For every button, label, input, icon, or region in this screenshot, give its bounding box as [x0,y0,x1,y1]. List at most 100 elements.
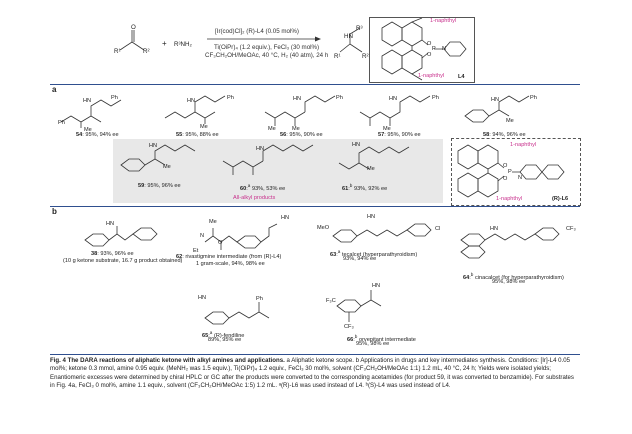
cpd-65-sup: a [209,330,213,335]
cpd-57-hn: HN [389,96,398,102]
cpd-58-me: Me [506,118,514,124]
ligand-l6-o2: O [503,176,508,182]
cpd-64-desc: cinacalcet (for hyperparathyroidism) [474,274,564,281]
cpd-64-hn: HN [490,226,499,232]
cpd-62-me: Me [209,219,217,225]
cpd-57-me: Me [383,126,391,132]
cpd-66-id: 66 [347,336,354,343]
cpd-59-me: Me [163,164,171,170]
cpd-63-yield: 93%, 94% ee [343,256,377,262]
all-alkyl-label: All-alkyl products [233,195,276,201]
cpd-65-hn: HN [198,295,207,301]
cpd-56-me1: Me [268,126,276,132]
cpd-64-cf3: CF₃ [566,226,576,232]
cpd-64-sup: b [470,272,474,277]
cpd-55-label: 55: 95%, 88% ee [176,132,219,138]
cpd-56-ph: Ph [336,95,343,101]
conditions-line-1: [Ir(cod)Cl]₂ (R)-L4 (0.05 mol%) [215,28,299,35]
cpd-64-label: 64:b cinacalcet (for hyperparathyroidism… [463,272,564,281]
reaction-arrow [207,36,321,42]
cpd-57-yield: 95%, 90% ee [387,132,421,138]
cpd-62-desc: rivastigmine intermediate (from (R)-L4) [185,254,282,260]
cpd-60-yield: 93%, 53% ee [251,185,286,192]
cpd-60-sup: a [247,183,251,188]
cpd-63-hn: HN [367,214,376,220]
amine-reagent: R³NH₂ [174,41,192,48]
all-alkyl-panel: HN Me HN HN Me 59: 95%, 96% ee 60:a 93%,… [113,139,443,203]
ketone-r2: R² [143,48,150,55]
cpd-63-sup: a [337,249,341,254]
section-b-label: b [52,207,57,216]
caption-divider [50,354,580,355]
cpd-63-cl: Cl [435,226,441,232]
conditions-line-3: CF₃CH₂OH/MeOAc, 40 °C, H₂ (40 atm), 24 h [205,52,329,59]
cpd-65-id: 65 [202,332,209,339]
ketone-oxygen: O [131,24,136,31]
cpd-38-yield: 93%, 96% ee [100,251,134,257]
cpd-56-yield: 95%, 90% ee [289,132,323,138]
figure-caption: Fig. 4 The DARA reactions of aliphatic k… [50,357,580,390]
cpd-56-me2: Me [292,126,300,132]
ligand-l6-o1: O [503,163,508,169]
cpd-60-hn: HN [256,146,265,152]
product-r1: R¹ [334,53,341,60]
section-a-label: a [52,85,57,94]
cpd-66-desc: orvepitant intermediate [358,336,416,343]
cpd-56-label: 56: 95%, 90% ee [280,132,323,138]
section-b-divider [50,206,580,207]
product-r3: R³ [356,25,363,32]
section-a-row1-structures [60,95,530,128]
cpd-62-yield: 1 gram-scale, 94%, 98% ee [196,261,265,267]
cpd-66-yield: 95%, 98% ee [356,341,390,347]
cpd-63-desc: tecalcet (hyperparathyroidism) [341,251,418,258]
cpd-59-label: 59: 95%, 96% ee [138,183,181,189]
cpd-62-et: Et [193,248,199,254]
product-r2: R² [362,53,369,60]
cpd-62-hn: HN [281,215,290,221]
ligand-l4-o1: O [427,41,432,47]
cpd-65-yield: 89%, 95% ee [208,337,242,343]
cpd-66-sup: b [354,334,358,339]
cpd-61-me: Me [367,166,375,172]
section-b-structures [84,223,560,325]
product-hn: HN [344,33,353,40]
all-alkyl-structures [120,144,410,175]
cpd-38-label: 38: 93%, 96% ee [91,251,134,257]
cpd-57-label: 57: 95%, 90% ee [378,132,421,138]
cpd-62-label: 62: rivastigmine intermediate (from (R)-… [176,254,282,260]
cpd-66-hn: HN [372,283,381,289]
ligand-l4-box: 1-naphthyl 1-naphthyl O O P N L4 [369,17,475,83]
ligand-l6-box: 1-naphthyl 1-naphthyl O O P N (R)-L6 [451,138,581,206]
ligand-l4-name: L4 [458,74,465,80]
caption-title: Fig. 4 The DARA reactions of aliphatic k… [50,357,285,364]
cpd-65-desc: (R)-fendiline [213,332,245,339]
cpd-38-note: (10 g ketone substrate, 16.7 g product o… [63,258,183,264]
ligand-l4-bottom-label: 1-naphthyl [418,73,445,79]
ketone-r1: R¹ [114,48,121,55]
cpd-38-hn: HN [106,221,115,227]
ligand-l6-p: P [508,169,512,175]
cpd-58-ph: Ph [530,95,537,101]
ligand-l6-top-label: 1-naphthyl [510,142,537,148]
cpd-57-ph: Ph [432,95,439,101]
cpd-54-ph2: Ph [58,120,65,126]
cpd-59-yield: 95%, 96% ee [147,183,181,189]
ligand-l4-o2: O [427,52,432,58]
cpd-55-ph: Ph [227,95,234,101]
cpd-61-sup: b [349,183,353,188]
caption-body: a Aliphatic ketone scope. b Applications… [50,357,574,389]
cpd-64-yield: 95%, 98% ee [492,279,526,285]
plus-sign: + [162,39,167,48]
cpd-65-label: 65:a (R)-fendiline [202,330,245,339]
cpd-63-meo: MeO [317,225,330,231]
cpd-54-yield: 95%, 94% ee [85,132,119,138]
ligand-l4-n: N [442,46,447,52]
cpd-54-me: Me [84,127,92,133]
cpd-66-label: 66:b orvepitant intermediate [347,334,416,343]
cpd-62-id: 62 [176,254,183,260]
cpd-58-label: 58: 94%, 96% ee [483,132,526,138]
cpd-61-hn: HN [352,142,361,148]
ligand-l6-bottom-label: 1-naphthyl [496,196,523,202]
cpd-58-hn: HN [491,97,500,103]
ligand-l4-structure [381,18,467,81]
